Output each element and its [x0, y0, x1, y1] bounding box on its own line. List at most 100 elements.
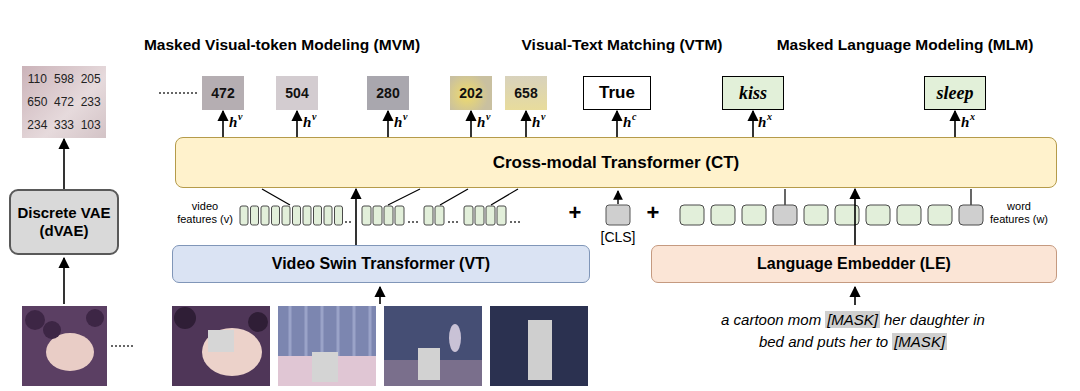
video-frame: [490, 306, 588, 386]
dot: [175, 92, 177, 94]
arrow-connector: [222, 111, 224, 137]
feature-token: [335, 206, 343, 225]
feature-link: [970, 189, 971, 205]
hidden-state-symbol: h: [303, 114, 311, 131]
video-frame: [384, 306, 482, 386]
word-token: [742, 205, 766, 225]
dot: [171, 92, 173, 94]
arrow-connector: [387, 111, 389, 137]
token-id: 233: [81, 95, 101, 109]
feature-token: [282, 206, 290, 225]
superscript: x: [767, 111, 772, 122]
dot: [163, 92, 165, 94]
dot: [195, 92, 197, 94]
feature-links: [262, 189, 971, 205]
mask-token: [MASK]: [892, 333, 947, 350]
video-feature-tokens: [240, 206, 506, 225]
ellipsis-dots: [345, 221, 520, 223]
word-token: [680, 205, 704, 225]
cls-arrow: [617, 191, 618, 204]
superscript: x: [970, 111, 975, 122]
hidden-state-symbol: h: [758, 114, 766, 131]
feature-token: [261, 206, 269, 225]
dot: [456, 221, 458, 223]
arrow-connector: [63, 139, 65, 189]
video-frame: [172, 306, 270, 386]
dvae-box: Discrete VAE (dVAE): [9, 189, 119, 255]
node-text: 504: [285, 85, 308, 101]
node-text: Discrete VAE (dVAE): [11, 204, 117, 240]
visual-token: 472: [202, 76, 244, 110]
feature-token: [293, 206, 301, 225]
cls-label: [CLS]: [600, 229, 635, 245]
node-text: 658: [514, 85, 537, 101]
feature-token: [384, 206, 393, 225]
node-text: sleep: [937, 83, 974, 104]
dot: [123, 345, 125, 347]
word-token: [866, 205, 890, 225]
stripe: [289, 306, 292, 356]
word-output-box: sleep: [924, 76, 986, 110]
stripe: [337, 306, 340, 356]
hidden-state-symbol: h: [532, 114, 540, 131]
node-text: 280: [376, 85, 399, 101]
word-output-box: kiss: [722, 76, 784, 110]
arrow-connector: [525, 111, 527, 137]
token-id: 234: [27, 118, 47, 132]
stripe: [305, 306, 308, 356]
node-text: Cross-modal Transformer (CT): [493, 153, 740, 173]
masked-word-token: [773, 205, 797, 225]
transformer-box: Cross-modal Transformer (CT): [175, 137, 1057, 188]
hidden-state-symbol: h: [477, 114, 485, 131]
dot: [179, 92, 181, 94]
dot: [183, 92, 185, 94]
word-token: [897, 205, 921, 225]
input-arrow: [63, 258, 65, 304]
cls-token: [606, 205, 630, 225]
caption-text: bed and puts her to: [759, 333, 888, 350]
feature-token: [395, 206, 404, 225]
arrow-connector: [954, 111, 956, 137]
mask-patch: [528, 320, 552, 380]
dot: [127, 345, 129, 347]
arrow-connector: [355, 189, 357, 245]
feature-label: word features (w): [988, 200, 1050, 225]
feature-link: [262, 189, 290, 205]
dot: [191, 92, 193, 94]
match-output-box: True: [583, 76, 651, 110]
dot: [448, 221, 450, 223]
superscript: v: [403, 111, 407, 122]
dot: [119, 345, 121, 347]
arrow-connector: [854, 189, 856, 245]
section-heading: Masked Visual-token Modeling (MVM): [144, 36, 420, 54]
section-heading: Masked Language Modeling (MLM): [777, 36, 1034, 54]
feature-token: [475, 206, 484, 225]
feature-link: [491, 189, 518, 205]
token-id: 650: [27, 95, 47, 109]
section-heading: Visual-Text Matching (VTM): [522, 36, 723, 54]
input-arrow: [854, 287, 856, 305]
dot: [349, 221, 351, 223]
token-id: 598: [54, 72, 74, 86]
ellipsis-dots: [111, 345, 133, 347]
node-text: Language Embedder (LE): [757, 255, 951, 273]
feature-link: [440, 189, 468, 205]
feature-token: [303, 206, 311, 225]
wall-stripes: [290, 306, 370, 356]
superscript: v: [541, 111, 545, 122]
plus-sign: +: [569, 200, 582, 226]
feature-link: [784, 189, 785, 205]
token-id: 110: [28, 72, 47, 86]
feature-token: [373, 206, 382, 225]
node-text: True: [599, 83, 635, 103]
dot: [159, 92, 161, 94]
dot: [187, 92, 189, 94]
hair: [248, 312, 268, 332]
dot: [514, 221, 516, 223]
feature-token: [324, 206, 332, 225]
dot: [115, 345, 117, 347]
dot: [345, 221, 347, 223]
mask-patch: [418, 348, 440, 380]
feature-token: [251, 206, 259, 225]
